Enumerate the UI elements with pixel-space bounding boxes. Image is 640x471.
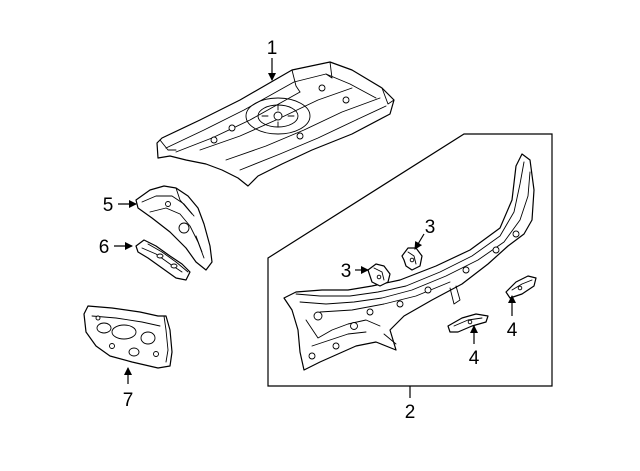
- reinforcement-bar: [135, 239, 191, 281]
- leader-3b: [414, 233, 425, 250]
- assembly-group-box: [267, 133, 553, 387]
- bracket-4-right: [505, 275, 537, 299]
- callout-6: 6: [99, 237, 110, 258]
- bracket-4-left: [447, 313, 489, 333]
- side-panel: [83, 305, 173, 369]
- rear-floor-pan: [156, 61, 395, 187]
- callout-1: 1: [267, 38, 278, 59]
- callout-3a: 3: [341, 261, 352, 282]
- bracket-3-left: [367, 263, 391, 287]
- callout-4b: 4: [507, 320, 518, 341]
- callout-2: 2: [405, 402, 416, 423]
- callout-4a: 4: [469, 348, 480, 369]
- callout-7: 7: [123, 390, 134, 411]
- rear-body-panel: [283, 153, 535, 371]
- side-member-bracket: [135, 185, 213, 271]
- bracket-3-right: [401, 247, 423, 271]
- callout-5: 5: [103, 195, 114, 216]
- callout-3b: 3: [425, 217, 436, 238]
